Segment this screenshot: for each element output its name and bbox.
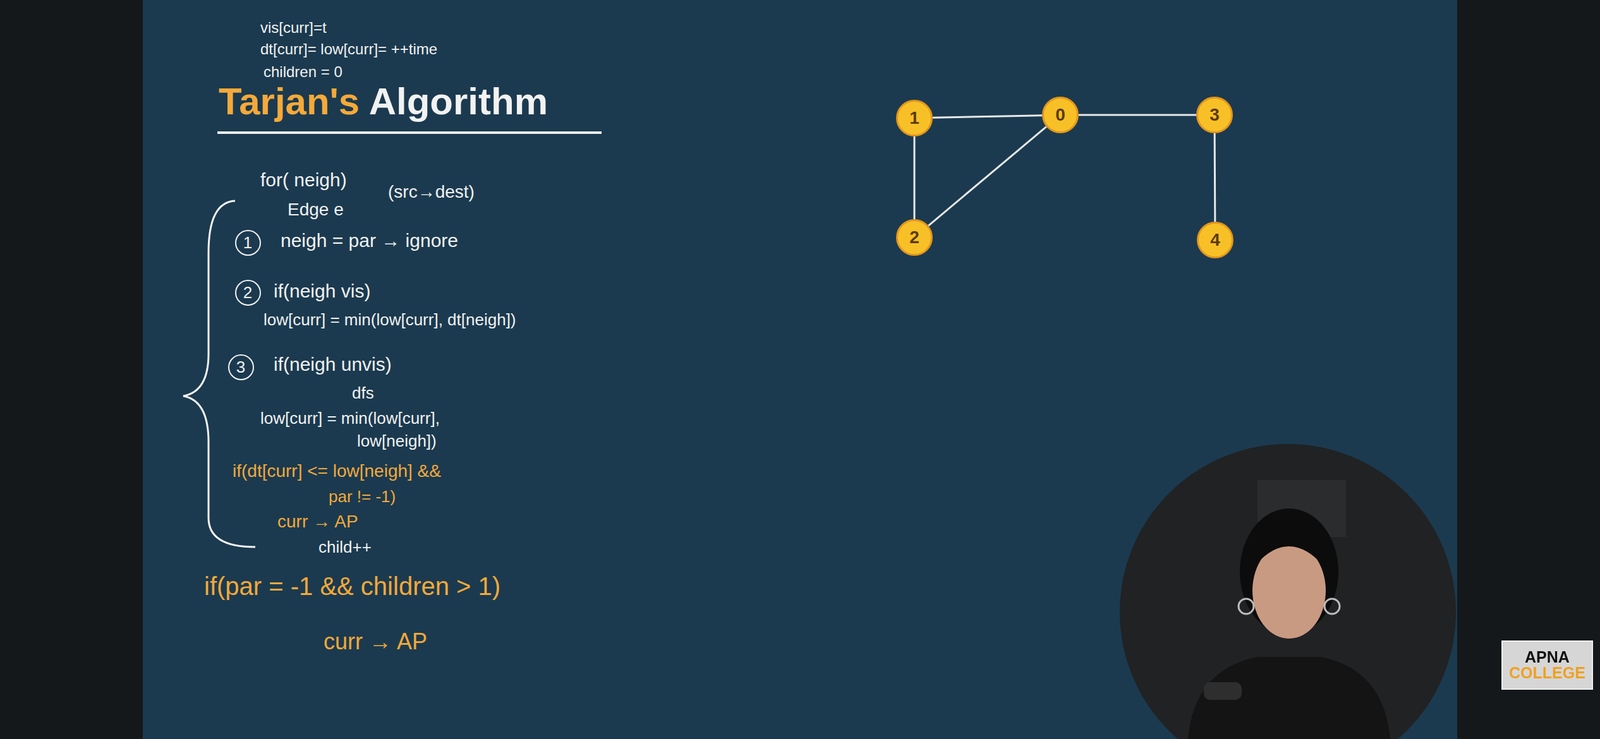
node-label: 3 — [1209, 104, 1220, 126]
handwritten-note: (src→dest) — [387, 181, 475, 203]
graph-vertex: 3 — [1196, 96, 1233, 134]
node-label: 4 — [1210, 230, 1221, 251]
graph-vertex: 4 — [1196, 221, 1234, 259]
webcam-figure — [1119, 444, 1456, 739]
node-label: 1 — [909, 108, 920, 129]
handwritten-note: low[curr] = min(low[curr], dt[neigh]) — [263, 310, 517, 330]
handwritten-note: low[curr] = min(low[curr], — [260, 409, 440, 429]
graph-edge — [928, 127, 1047, 227]
person-body — [1187, 657, 1391, 739]
graph-edge — [1213, 133, 1217, 222]
graph-edge — [1078, 114, 1197, 117]
handwritten-note: dt[curr]= low[curr]= ++time — [260, 40, 438, 59]
step-number-circle: 3 — [228, 354, 255, 381]
handwritten-note: vis[curr]=t — [260, 18, 327, 37]
handwritten-note: curr → AP — [323, 628, 428, 655]
handwritten-note: Edge e — [287, 199, 344, 220]
handwritten-note: par != -1) — [328, 487, 396, 507]
graph-vertex: 0 — [1042, 96, 1079, 134]
graph-edge — [913, 136, 916, 220]
handwritten-note: if(dt[curr] <= low[neigh] && — [232, 461, 442, 482]
node-label: 0 — [1055, 104, 1066, 126]
webcam-circle — [1119, 444, 1456, 739]
node-label: 1 — [243, 233, 253, 253]
handwritten-note: if(neigh unvis) — [273, 353, 392, 376]
handwritten-note: neigh = par → ignore — [280, 230, 459, 253]
microphone — [1203, 682, 1242, 701]
step-number-circle: 2 — [235, 279, 261, 306]
handwritten-note: dfs — [351, 384, 375, 404]
step-number-circle: 1 — [235, 230, 261, 256]
node-label: 2 — [909, 227, 920, 248]
graph-edge — [932, 115, 1043, 119]
handwritten-note: curr → AP — [277, 511, 359, 533]
handwritten-note: children = 0 — [263, 63, 343, 81]
logo-text: APNA COLLEGE — [1509, 649, 1586, 682]
person-fringe — [1252, 530, 1326, 569]
earring — [1324, 599, 1340, 615]
handwritten-note: child++ — [318, 538, 372, 558]
node-label: 2 — [243, 283, 253, 303]
graph-vertex: 1 — [896, 99, 933, 137]
handwritten-note: if(neigh vis) — [273, 280, 371, 303]
handwritten-note: low[neigh]) — [357, 432, 437, 452]
handwritten-note: for( neigh) — [260, 169, 347, 192]
title-underline — [217, 131, 602, 134]
curly-brace — [183, 200, 256, 548]
earring — [1238, 599, 1254, 615]
graph-vertex: 2 — [896, 219, 933, 256]
handwritten-note: if(par = -1 && children > 1) — [204, 571, 501, 601]
slide-title: Tarjan's Algorithm — [218, 80, 548, 123]
node-label: 3 — [236, 357, 246, 378]
logo-badge: APNA COLLEGE — [1501, 640, 1594, 691]
